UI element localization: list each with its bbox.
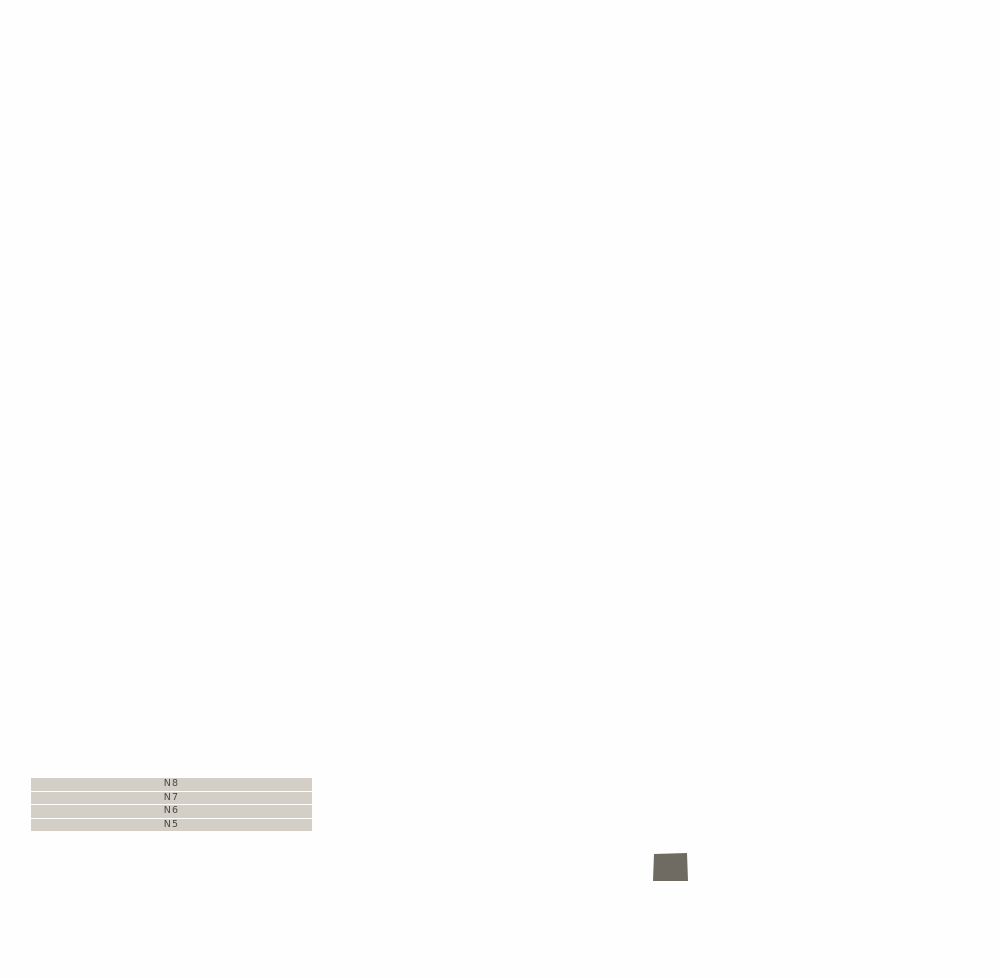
- swatch-n7: N7: [31, 791, 312, 804]
- swatch-n6: N6: [31, 805, 312, 818]
- swatch-n8: N8: [31, 778, 312, 791]
- color-tile: [653, 853, 688, 881]
- color-tile-shape: [653, 853, 688, 881]
- swatch-list: N8 N7 N6 N5: [31, 778, 312, 831]
- swatch-n5: N5: [31, 818, 312, 831]
